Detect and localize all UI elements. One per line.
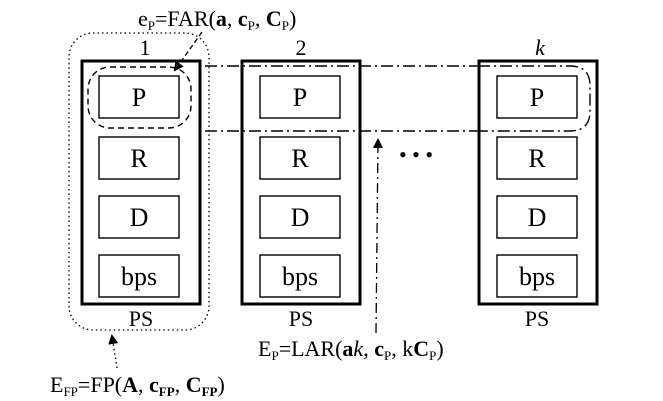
block-d-2 — [259, 195, 341, 239]
block-d-label-1: D — [130, 203, 149, 232]
block-r-label-k: R — [528, 144, 546, 173]
block-p-label-1: P — [132, 83, 146, 112]
block-r-1 — [98, 136, 180, 180]
ps-column-k: k P R D bps PS — [477, 35, 599, 331]
p-dashdot-outline-k — [478, 65, 591, 132]
ps-label-2: PS — [289, 306, 313, 331]
block-bps-label-2: bps — [282, 262, 318, 291]
block-p-k — [496, 75, 578, 119]
arrow-fp-to-boundary — [108, 334, 119, 369]
block-bps-1 — [98, 254, 180, 298]
ps-frame-1 — [80, 59, 202, 306]
block-d-k — [496, 195, 578, 239]
ellipsis-dots: • • • — [399, 142, 433, 167]
block-bps-label-k: bps — [519, 262, 555, 291]
block-d-label-k: D — [528, 203, 547, 232]
ps-label-k: PS — [525, 306, 549, 331]
formula-lar: EP=LAR(ak, cP, kCP) — [258, 336, 444, 363]
ps-column-2: 2 P R D bps PS — [240, 35, 362, 331]
p-dashed-outline-1 — [87, 66, 192, 129]
block-r-label-1: R — [130, 144, 148, 173]
column-number-2: 2 — [296, 35, 307, 60]
ps-frame-k — [477, 59, 599, 306]
ps-frame-2 — [240, 59, 362, 306]
column-number-k: k — [535, 35, 546, 60]
block-p-label-2: P — [293, 83, 307, 112]
block-bps-2 — [259, 254, 341, 298]
ps-columns: 1 P R D bps PS 2 P R D bps PS — [80, 35, 599, 331]
block-d-1 — [98, 195, 180, 239]
ps-column-1: 1 P R D bps PS — [80, 35, 202, 331]
block-p-1 — [98, 75, 180, 119]
fp-dotted-boundary — [68, 32, 210, 331]
column-number-1: 1 — [140, 35, 151, 60]
block-bps-label-1: bps — [121, 262, 157, 291]
formula-fp: EFP=FP(A, cFP, CFP) — [50, 372, 225, 399]
block-d-label-2: D — [291, 203, 310, 232]
block-r-label-2: R — [291, 144, 309, 173]
block-p-label-k: P — [530, 83, 544, 112]
block-r-k — [496, 136, 578, 180]
block-r-2 — [259, 136, 341, 180]
ps-label-1: PS — [129, 306, 153, 331]
block-p-2 — [259, 75, 341, 119]
arrow-lar-to-group — [372, 138, 383, 334]
block-bps-k — [496, 254, 578, 298]
formula-top: eP=FAR(a, cP, CP) — [138, 6, 296, 33]
arrow-top-to-p — [173, 31, 203, 72]
